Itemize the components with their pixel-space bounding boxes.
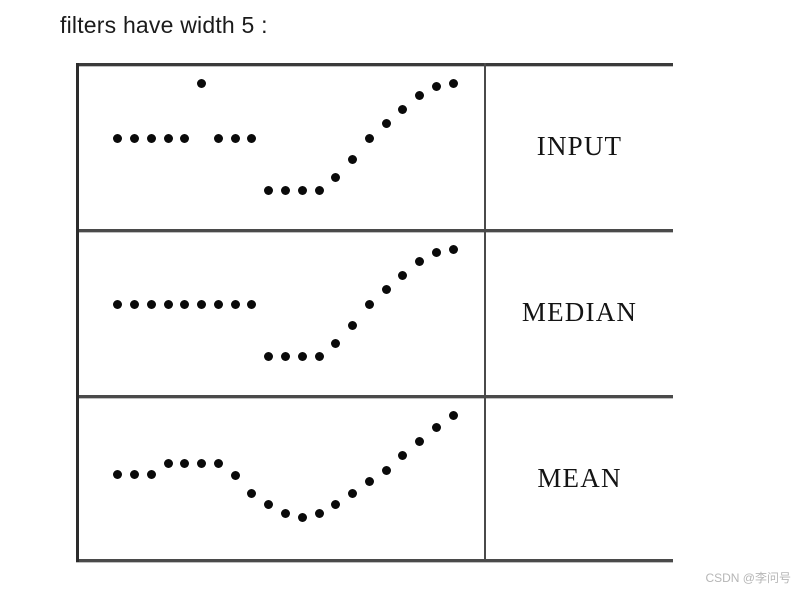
row-label-text: INPUT — [536, 130, 623, 161]
data-point — [297, 513, 307, 523]
data-point — [364, 299, 374, 309]
data-point — [230, 299, 240, 309]
data-point — [264, 499, 274, 509]
plot-mean — [79, 398, 484, 558]
table-border-mid-2 — [76, 395, 673, 398]
data-point — [146, 133, 156, 143]
data-point — [348, 489, 358, 499]
plot-median — [79, 232, 484, 392]
data-point — [213, 299, 223, 309]
data-point — [398, 270, 408, 280]
data-point — [180, 458, 190, 468]
data-point — [398, 451, 408, 461]
data-point — [331, 339, 341, 349]
data-point — [130, 133, 140, 143]
data-point — [431, 423, 441, 433]
data-point — [113, 133, 123, 143]
data-point — [264, 186, 274, 196]
data-point — [180, 133, 190, 143]
data-point — [130, 299, 140, 309]
data-point — [297, 186, 307, 196]
row-label-median: MEDIAN — [486, 229, 673, 395]
data-point — [213, 458, 223, 468]
data-point — [314, 509, 324, 519]
data-point — [197, 299, 207, 309]
data-point — [264, 352, 274, 362]
data-point — [230, 470, 240, 480]
row-label-input: INPUT — [486, 63, 673, 229]
data-point — [415, 91, 425, 101]
data-point — [113, 299, 123, 309]
data-point — [247, 489, 257, 499]
data-point — [314, 352, 324, 362]
row-label-mean: MEAN — [486, 395, 673, 561]
data-point — [281, 352, 290, 362]
table-border-left — [76, 63, 79, 562]
data-point — [348, 320, 358, 330]
data-point — [281, 509, 290, 519]
data-point — [163, 458, 173, 468]
data-point — [331, 499, 341, 509]
table-row: MEAN — [76, 395, 673, 561]
data-point — [415, 436, 425, 446]
data-point — [381, 285, 391, 295]
data-point — [448, 411, 458, 421]
page-title: filters have width 5 : — [60, 12, 268, 38]
row-label-text: MEAN — [537, 462, 622, 493]
data-point — [381, 465, 391, 475]
data-point — [146, 299, 156, 309]
data-point — [130, 469, 140, 479]
data-point — [281, 186, 290, 196]
table-row: MEDIAN — [76, 229, 673, 395]
data-point — [415, 257, 425, 267]
data-point — [146, 469, 156, 479]
data-point — [381, 119, 391, 129]
data-point — [197, 458, 207, 468]
data-point — [348, 154, 358, 164]
data-point — [431, 82, 441, 92]
data-point — [448, 79, 458, 89]
table-border-bottom — [76, 559, 673, 562]
table-row: INPUT — [76, 63, 673, 229]
data-point — [230, 133, 240, 143]
plot-input — [79, 66, 484, 226]
data-point — [431, 248, 441, 258]
data-point — [297, 352, 307, 362]
table-column-divider — [484, 63, 486, 562]
data-point — [163, 133, 173, 143]
data-point — [247, 133, 257, 143]
data-point — [364, 133, 374, 143]
data-point — [398, 104, 408, 114]
row-label-text: MEDIAN — [521, 296, 638, 327]
data-point — [213, 133, 223, 143]
table-border-top — [76, 63, 673, 66]
table-border-mid-1 — [76, 229, 673, 232]
data-point — [331, 173, 341, 183]
data-point — [314, 186, 324, 196]
data-point — [247, 299, 257, 309]
watermark: CSDN @李问号 — [705, 571, 791, 585]
data-point — [448, 245, 458, 255]
data-point — [180, 299, 190, 309]
data-point — [163, 299, 173, 309]
data-point — [113, 469, 123, 479]
data-point — [197, 79, 207, 89]
data-point — [364, 477, 374, 487]
filter-comparison-figure: INPUT MEDIAN MEAN — [76, 63, 673, 562]
